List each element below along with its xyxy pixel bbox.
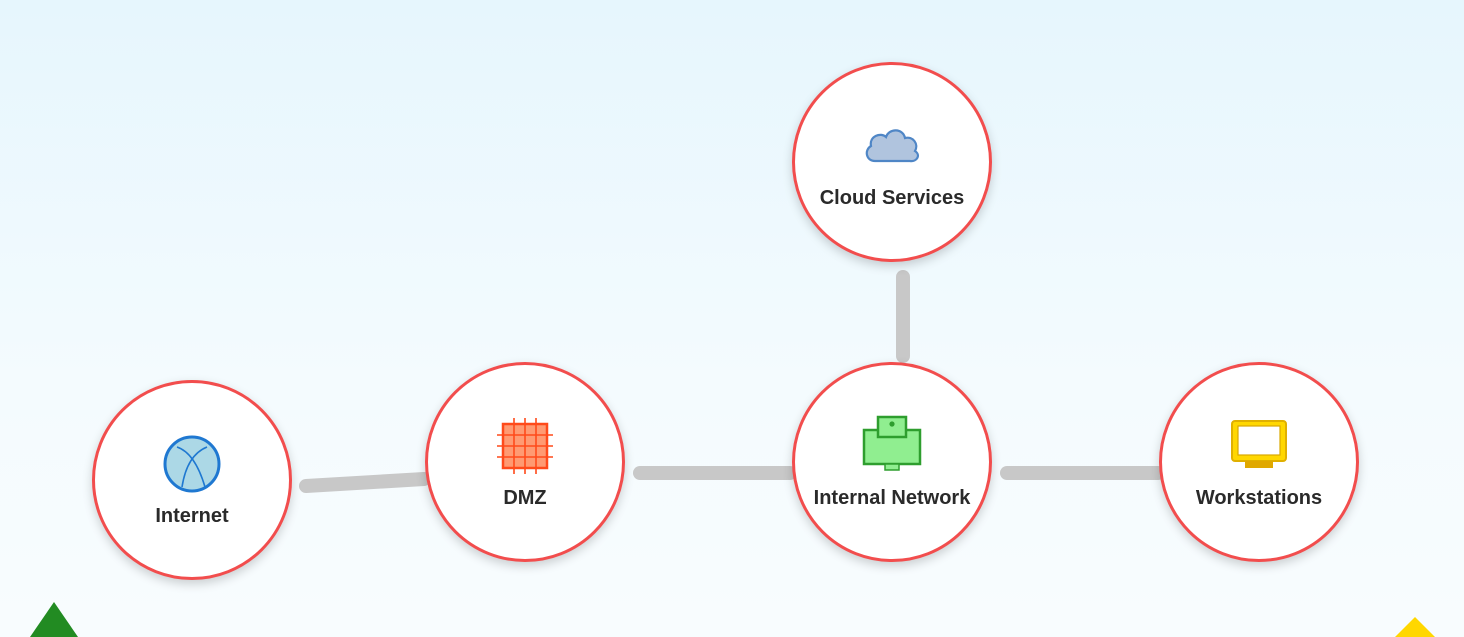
node-internal-network[interactable]: Internal Network <box>792 362 992 562</box>
cloud-icon <box>861 115 923 177</box>
node-label: Internal Network <box>813 486 971 509</box>
node-cloud-services[interactable]: Cloud Services <box>792 62 992 262</box>
monitor-icon <box>1228 415 1290 477</box>
node-label: Cloud Services <box>819 186 965 209</box>
network-switch-icon <box>861 415 923 477</box>
node-label: DMZ <box>503 486 547 509</box>
node-internet[interactable]: Internet <box>92 380 292 580</box>
firewall-icon <box>494 415 556 477</box>
link-internet-dmz <box>299 472 431 493</box>
yellow-diamond-marker <box>1395 617 1435 637</box>
green-triangle-marker <box>30 602 78 637</box>
node-workstations[interactable]: Workstations <box>1159 362 1359 562</box>
node-label: Workstations <box>1195 486 1323 509</box>
node-label: Internet <box>155 504 229 527</box>
node-dmz[interactable]: DMZ <box>425 362 625 562</box>
globe-icon <box>161 433 223 495</box>
